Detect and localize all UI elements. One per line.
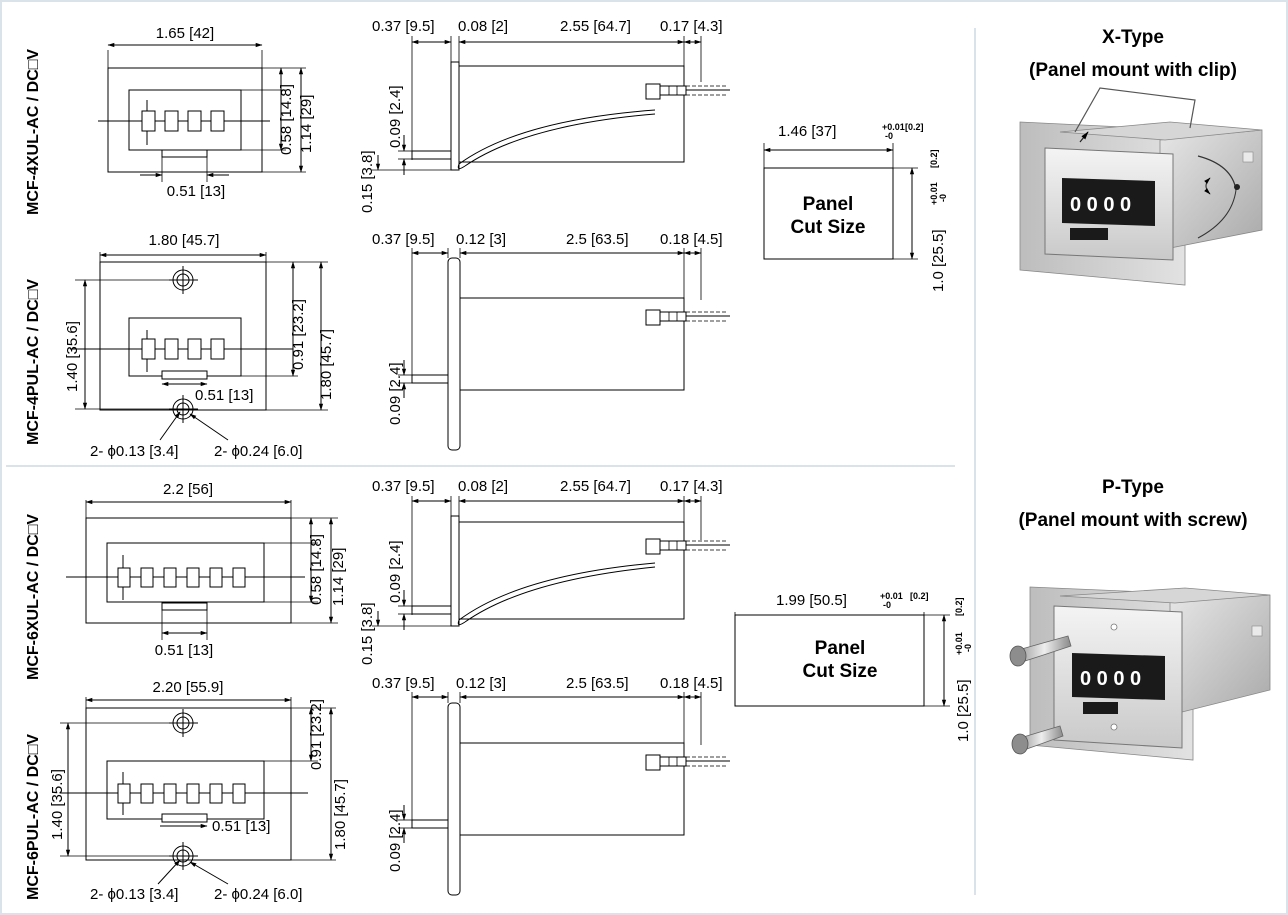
front-view-4pul: 1.80 [45.7] 0.51 [13] 1.40 [35.6] 0.91 […: [64, 232, 335, 460]
screw-icon: [1011, 725, 1064, 755]
cut4-width-tol-plus: +0.01: [882, 122, 905, 132]
cut6-height-tol-plus: +0.01: [954, 632, 964, 655]
dim-window-h-6pul: 0.91 [23.2]: [308, 699, 325, 770]
x-type-panel: X-Type (Panel mount with clip) 0 0 0 0: [1019, 27, 1263, 286]
cut6-line1: Panel: [815, 638, 866, 659]
dim-width-4xul: 1.65 [42]: [156, 25, 214, 42]
front-view-4xul: 1.65 [42] 0.51 [13] 0.58 [14.8] 1.14 [29…: [98, 25, 315, 200]
dim-total-h-4pul: 1.80 [45.7]: [318, 329, 335, 400]
dim-hole-pitch-6pul: 1.40 [35.6]: [49, 769, 66, 840]
dim-d3-4pul: 2.5 [63.5]: [566, 231, 629, 248]
dim-v1-6pul: 0.09 [2.4]: [387, 809, 404, 872]
mcf-4xul-section: MCF-4XUL-AC / DC□V 1.65 [42] 0.51 [13] 0…: [25, 18, 730, 215]
x-type-digits: 0 0 0 0: [1070, 194, 1131, 216]
p-type-digits: 0 0 0 0: [1080, 668, 1141, 690]
dim-d3-6xul: 2.55 [64.7]: [560, 478, 631, 495]
dim-total-h-4xul: 1.14 [29]: [298, 95, 315, 153]
x-type-title: X-Type: [1102, 27, 1164, 48]
mcf-4pul-section: MCF-4PUL-AC / DC□V 1.80 [45.7] 0.51 [13]…: [25, 231, 730, 460]
dim-hole2-6pul: 2- ϕ0.24 [6.0]: [214, 886, 302, 903]
cut4-width-tol-mm: [0.2]: [905, 122, 924, 132]
dim-d1-6pul: 0.37 [9.5]: [372, 675, 435, 692]
dim-d1-4pul: 0.37 [9.5]: [372, 231, 435, 248]
dim-d3-4xul: 2.55 [64.7]: [560, 18, 631, 35]
dim-total-h-6pul: 1.80 [45.7]: [332, 779, 349, 850]
cut4-height: 1.0 [25.5]: [930, 229, 947, 292]
dim-v1-4xul: 0.09 [2.4]: [387, 85, 404, 148]
side-view-6xul: 0.37 [9.5] 0.08 [2] 2.55 [64.7] 0.17 [4.…: [359, 478, 730, 665]
dim-width-6pul: 2.20 [55.9]: [153, 679, 224, 696]
panel-cut-6digit: 1.99 [50.5] +0.01 -0 [0.2] Panel Cut Siz…: [734, 591, 973, 742]
p-type-title: P-Type: [1102, 477, 1164, 498]
dim-d1-4xul: 0.37 [9.5]: [372, 18, 435, 35]
cut4-height-tol-minus: -0: [938, 194, 948, 202]
p-type-subtitle: (Panel mount with screw): [1018, 510, 1247, 531]
p-type-panel: P-Type (Panel mount with screw) 0 0 0 0: [1009, 477, 1271, 761]
dim-hole1-4pul: 2- ϕ0.13 [3.4]: [90, 443, 178, 460]
dim-d4-4xul: 0.17 [4.3]: [660, 18, 723, 35]
cut6-height-tol-mm: [0.2]: [954, 597, 964, 616]
dim-d2-6pul: 0.12 [3]: [456, 675, 506, 692]
dim-d4-4pul: 0.18 [4.5]: [660, 231, 723, 248]
dim-hole2-4pul: 2- ϕ0.24 [6.0]: [214, 443, 302, 460]
cut4-height-tol-mm: [0.2]: [929, 149, 939, 168]
dim-width-6xul: 2.2 [56]: [163, 481, 213, 498]
screw-icon: [1009, 635, 1072, 667]
mcf-6pul-section: MCF-6PUL-AC / DC□V 2.20 [55.9] 0.51 [13]…: [25, 675, 730, 903]
dim-reset-4pul: 0.51 [13]: [195, 387, 253, 404]
dim-window-h-4xul: 0.58 [14.8]: [278, 84, 295, 155]
side-view-4pul: 0.37 [9.5] 0.12 [3] 2.5 [63.5] 0.18 [4.5…: [372, 231, 730, 451]
side-view-6pul: 0.37 [9.5] 0.12 [3] 2.5 [63.5] 0.18 [4.5…: [372, 675, 730, 896]
dim-v1-4pul: 0.09 [2.4]: [387, 362, 404, 425]
cut4-line2: Cut Size: [791, 217, 866, 238]
dim-d4-6xul: 0.17 [4.3]: [660, 478, 723, 495]
x-type-subtitle: (Panel mount with clip): [1029, 60, 1237, 81]
cut4-line1: Panel: [803, 194, 854, 215]
dim-window-h-6xul: 0.58 [14.8]: [308, 534, 325, 605]
model-label-4pul: MCF-4PUL-AC / DC□V: [25, 279, 42, 445]
model-label-4xul: MCF-4XUL-AC / DC□V: [25, 49, 42, 215]
cut6-line2: Cut Size: [803, 661, 878, 682]
cut6-width-tol-minus: -0: [883, 600, 891, 610]
cut6-height: 1.0 [25.5]: [955, 679, 972, 742]
dim-reset-4xul: 0.51 [13]: [167, 183, 225, 200]
dim-total-h-6xul: 1.14 [29]: [330, 548, 347, 606]
mcf-6xul-section: MCF-6XUL-AC / DC□V 2.2 [56] 0.51 [13] 0.…: [25, 478, 730, 680]
front-view-6pul: 2.20 [55.9] 0.51 [13] 1.40 [35.6] 0: [49, 679, 349, 903]
model-label-6pul: MCF-6PUL-AC / DC□V: [25, 734, 42, 900]
dim-width-4pul: 1.80 [45.7]: [149, 232, 220, 249]
cut6-width: 1.99 [50.5]: [776, 592, 847, 609]
model-label-6xul: MCF-6XUL-AC / DC□V: [25, 514, 42, 680]
dim-hole-pitch-4pul: 1.40 [35.6]: [64, 321, 81, 392]
cut6-height-tol-minus: -0: [963, 644, 973, 652]
p-type-counter-image: 0 0 0 0: [1009, 586, 1271, 761]
dim-d2-4xul: 0.08 [2]: [458, 18, 508, 35]
side-view-4xul: 0.37 [9.5] 0.08 [2] 2.55 [64.7] 0.17 [4.…: [359, 18, 730, 213]
dim-window-h-4pul: 0.91 [23.2]: [290, 299, 307, 370]
cut4-height-tol-plus: +0.01: [929, 182, 939, 205]
dim-d1-6xul: 0.37 [9.5]: [372, 478, 435, 495]
dim-d3-6pul: 2.5 [63.5]: [566, 675, 629, 692]
cut6-width-tol-plus: +0.01: [880, 591, 903, 601]
dim-reset-6xul: 0.51 [13]: [155, 642, 213, 659]
x-type-counter-image: 0 0 0 0: [1019, 87, 1263, 286]
cut6-width-tol-mm: [0.2]: [910, 591, 929, 601]
dim-d4-6pul: 0.18 [4.5]: [660, 675, 723, 692]
panel-cut-4digit: 1.46 [37] +0.01 -0 [0.2] Panel Cut Size …: [763, 122, 948, 292]
dim-hole1-6pul: 2- ϕ0.13 [3.4]: [90, 886, 178, 903]
cut4-width-tol-minus: -0: [885, 131, 893, 141]
dim-d2-4pul: 0.12 [3]: [456, 231, 506, 248]
dim-v1-6xul: 0.09 [2.4]: [387, 540, 404, 603]
cut4-width: 1.46 [37]: [778, 123, 836, 140]
dim-reset-6pul: 0.51 [13]: [212, 818, 270, 835]
dim-v2-6xul: 0.15 [3.8]: [359, 602, 376, 665]
dim-v2-4xul: 0.15 [3.8]: [359, 150, 376, 213]
dim-d2-6xul: 0.08 [2]: [458, 478, 508, 495]
front-view-6xul: 2.2 [56] 0.51 [13] 0.58 [14.8] 1.14 [29]: [66, 481, 347, 659]
